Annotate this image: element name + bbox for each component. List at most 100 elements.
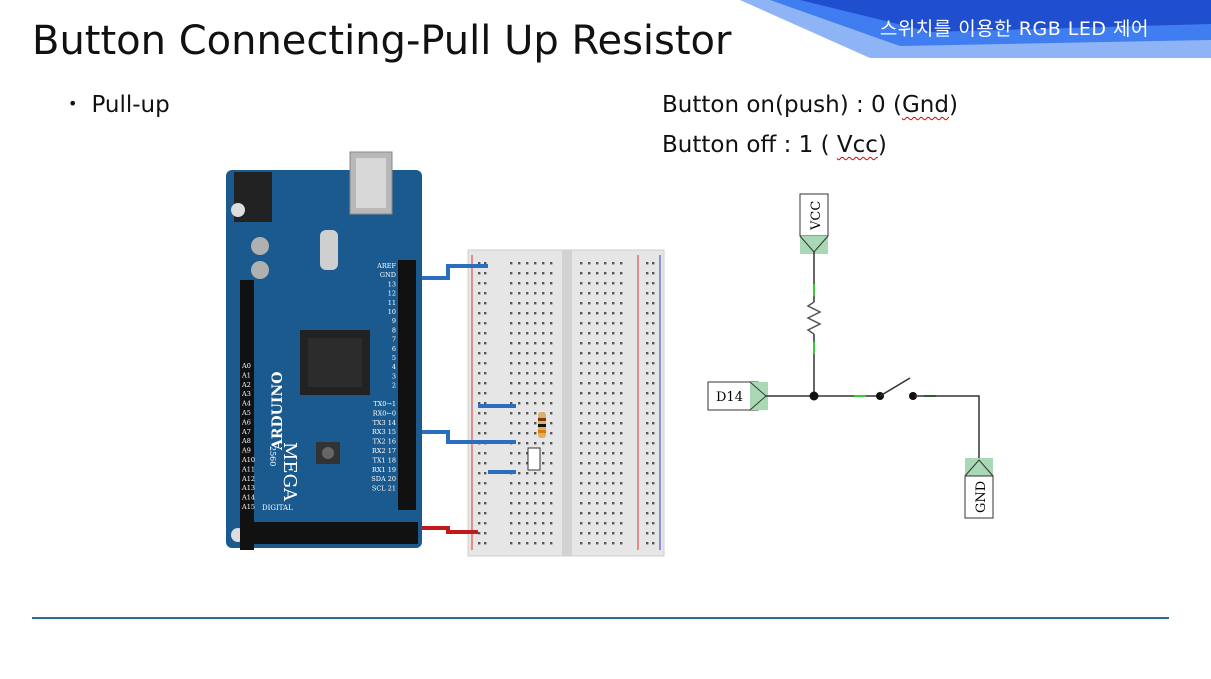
breadboard-hole xyxy=(604,412,607,415)
breadboard-hole xyxy=(484,542,487,545)
breadboard-hole xyxy=(604,422,607,425)
breadboard-hole xyxy=(646,482,649,485)
breadboard-hole xyxy=(518,392,521,395)
breadboard-hole xyxy=(518,412,521,415)
breadboard-hole xyxy=(612,352,615,355)
breadboard-hole xyxy=(620,312,623,315)
pin-label: A2 xyxy=(241,381,251,389)
breadboard-hole xyxy=(652,282,655,285)
pin-label: AREF xyxy=(376,262,396,270)
breadboard-hole xyxy=(510,402,513,405)
breadboard-hole xyxy=(646,272,649,275)
breadboard-hole xyxy=(612,322,615,325)
breadboard-hole xyxy=(518,292,521,295)
breadboard-hole xyxy=(588,342,591,345)
board-brand: ARDUINO xyxy=(270,372,286,451)
breadboard-hole xyxy=(652,442,655,445)
breadboard-hole xyxy=(652,382,655,385)
breadboard-hole xyxy=(646,322,649,325)
breadboard-hole xyxy=(596,542,599,545)
breadboard-hole xyxy=(534,442,537,445)
breadboard-hole xyxy=(550,332,553,335)
breadboard-hole xyxy=(580,402,583,405)
pull-up-resistor xyxy=(806,301,822,335)
pin-label: A0 xyxy=(241,362,251,370)
breadboard-hole xyxy=(620,282,623,285)
breadboard-hole xyxy=(612,472,615,475)
breadboard-hole xyxy=(652,462,655,465)
breadboard-hole xyxy=(526,392,529,395)
breadboard-hole xyxy=(534,422,537,425)
breadboard-hole xyxy=(596,362,599,365)
breadboard-hole xyxy=(518,532,521,535)
breadboard-hole xyxy=(510,282,513,285)
breadboard-hole xyxy=(604,462,607,465)
button-off-suffix: ) xyxy=(877,132,887,158)
breadboard-hole xyxy=(518,472,521,475)
breadboard-hole xyxy=(550,342,553,345)
breadboard-hole xyxy=(604,282,607,285)
board-model-number: 2560 xyxy=(268,446,277,466)
pin-label: A5 xyxy=(241,409,251,417)
breadboard-hole xyxy=(580,342,583,345)
breadboard-hole xyxy=(612,442,615,445)
breadboard-hole xyxy=(652,522,655,525)
breadboard-hole xyxy=(612,392,615,395)
breadboard-hole xyxy=(580,512,583,515)
breadboard-hole xyxy=(596,522,599,525)
breadboard-hole xyxy=(510,532,513,535)
breadboard-hole xyxy=(596,492,599,495)
breadboard-hole xyxy=(646,412,649,415)
button-off-term: Vcc xyxy=(836,132,878,158)
breadboard-hole xyxy=(580,372,583,375)
button-off-prefix: Button off : 1 ( xyxy=(662,132,837,158)
gnd-port xyxy=(964,475,994,519)
breadboard-hole xyxy=(510,482,513,485)
breadboard-hole xyxy=(652,412,655,415)
breadboard-hole xyxy=(596,472,599,475)
breadboard-hole xyxy=(588,492,591,495)
breadboard-hole xyxy=(652,402,655,405)
breadboard-hole xyxy=(596,282,599,285)
breadboard-hole xyxy=(620,262,623,265)
breadboard-hole xyxy=(604,292,607,295)
breadboard-hole xyxy=(510,462,513,465)
breadboard-hole xyxy=(478,282,481,285)
pin-label: 4 xyxy=(392,363,396,371)
breadboard-hole xyxy=(534,542,537,545)
breadboard-hole xyxy=(510,372,513,375)
breadboard-hole xyxy=(518,542,521,545)
breadboard-hole xyxy=(588,282,591,285)
breadboard-hole xyxy=(596,462,599,465)
breadboard-hole xyxy=(620,522,623,525)
breadboard-hole xyxy=(510,502,513,505)
breadboard-hole xyxy=(518,502,521,505)
breadboard-hole xyxy=(580,332,583,335)
breadboard-hole xyxy=(596,352,599,355)
breadboard-hole xyxy=(542,502,545,505)
breadboard-hole xyxy=(478,332,481,335)
breadboard-hole xyxy=(526,512,529,515)
breadboard-hole xyxy=(652,352,655,355)
pin-label: 6 xyxy=(392,345,396,353)
breadboard-hole xyxy=(620,362,623,365)
pin-label: A15 xyxy=(241,503,255,511)
breadboard-hole xyxy=(612,432,615,435)
breadboard-hole xyxy=(550,502,553,505)
breadboard-hole xyxy=(542,382,545,385)
resistor-band-3 xyxy=(538,430,546,433)
mount-hole-top xyxy=(231,203,245,217)
pin-label: TX3 14 xyxy=(373,419,396,427)
breadboard-hole xyxy=(604,302,607,305)
breadboard-hole xyxy=(510,362,513,365)
breadboard-hole xyxy=(580,442,583,445)
breadboard-hole xyxy=(596,332,599,335)
breadboard-hole xyxy=(518,322,521,325)
breadboard-hole xyxy=(596,402,599,405)
breadboard-hole xyxy=(652,362,655,365)
breadboard-hole xyxy=(542,392,545,395)
breadboard-hole xyxy=(518,462,521,465)
breadboard-hole xyxy=(484,262,487,265)
breadboard-hole xyxy=(620,342,623,345)
